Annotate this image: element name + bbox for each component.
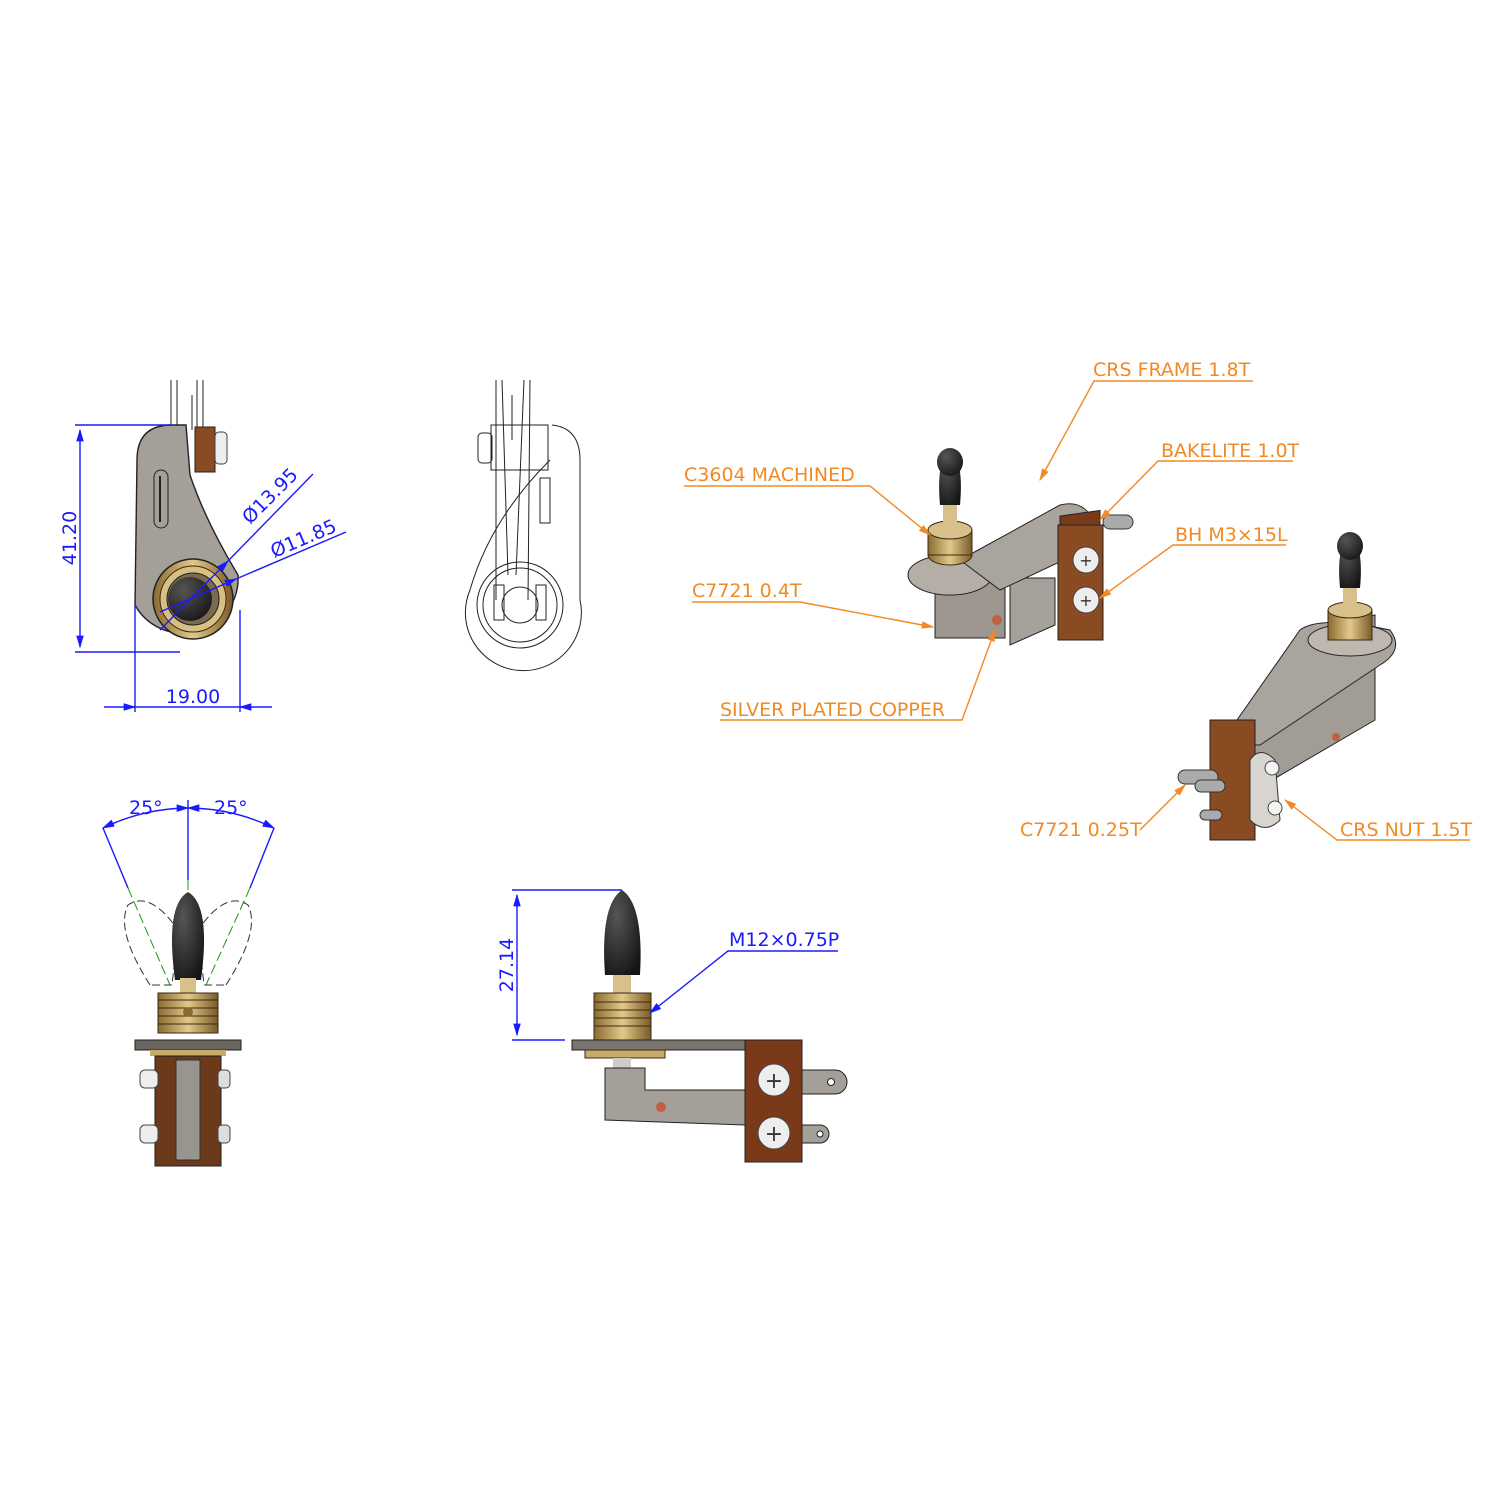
callout-crs-nut: CRS NUT 1.5T [1340,819,1473,841]
callout-silver-copper: SILVER PLATED COPPER [720,699,945,721]
thread-callout: M12×0.75P [729,929,839,951]
callout-c3604: C3604 MACHINED [684,464,855,486]
height-dimension: 41.20 [59,511,81,565]
svg-text:+: + [1079,591,1092,610]
svg-text:+: + [765,1122,783,1147]
slot [153,469,169,529]
callout-crs-frame: CRS FRAME 1.8T [1093,359,1251,381]
svg-text:+: + [765,1069,783,1094]
iso-view-1: + + [907,448,1134,646]
width-dimension: 19.00 [166,686,220,708]
callout-bh-screw: BH M3×15L [1175,524,1288,546]
inner-diameter: Ø11.85 [267,515,339,562]
callout-bakelite: BAKELITE 1.0T [1161,440,1300,462]
outer-diameter: Ø13.95 [238,464,303,529]
front-view: 25° 25° [101,797,276,1167]
side-height-dimension: 27.14 [496,938,518,992]
hidden-line-view [464,379,582,672]
callouts: CRS FRAME 1.8T C3604 MACHINED BAKELITE 1… [684,359,1473,841]
iso-view-2 [1177,532,1397,841]
callout-c7721-04: C7721 0.4T [692,580,802,602]
top-view: 41.20 19.00 Ø13.95 Ø11.85 [59,380,347,712]
svg-text:+: + [1079,551,1092,570]
angle-right: 25° [214,797,248,819]
callout-c7721-025: C7721 0.25T [1020,819,1142,841]
angle-left: 25° [129,797,163,819]
knob-front [171,892,205,980]
bakelite-stack [194,426,216,473]
side-view: 27.14 + + M12×0.75P [496,889,848,1163]
